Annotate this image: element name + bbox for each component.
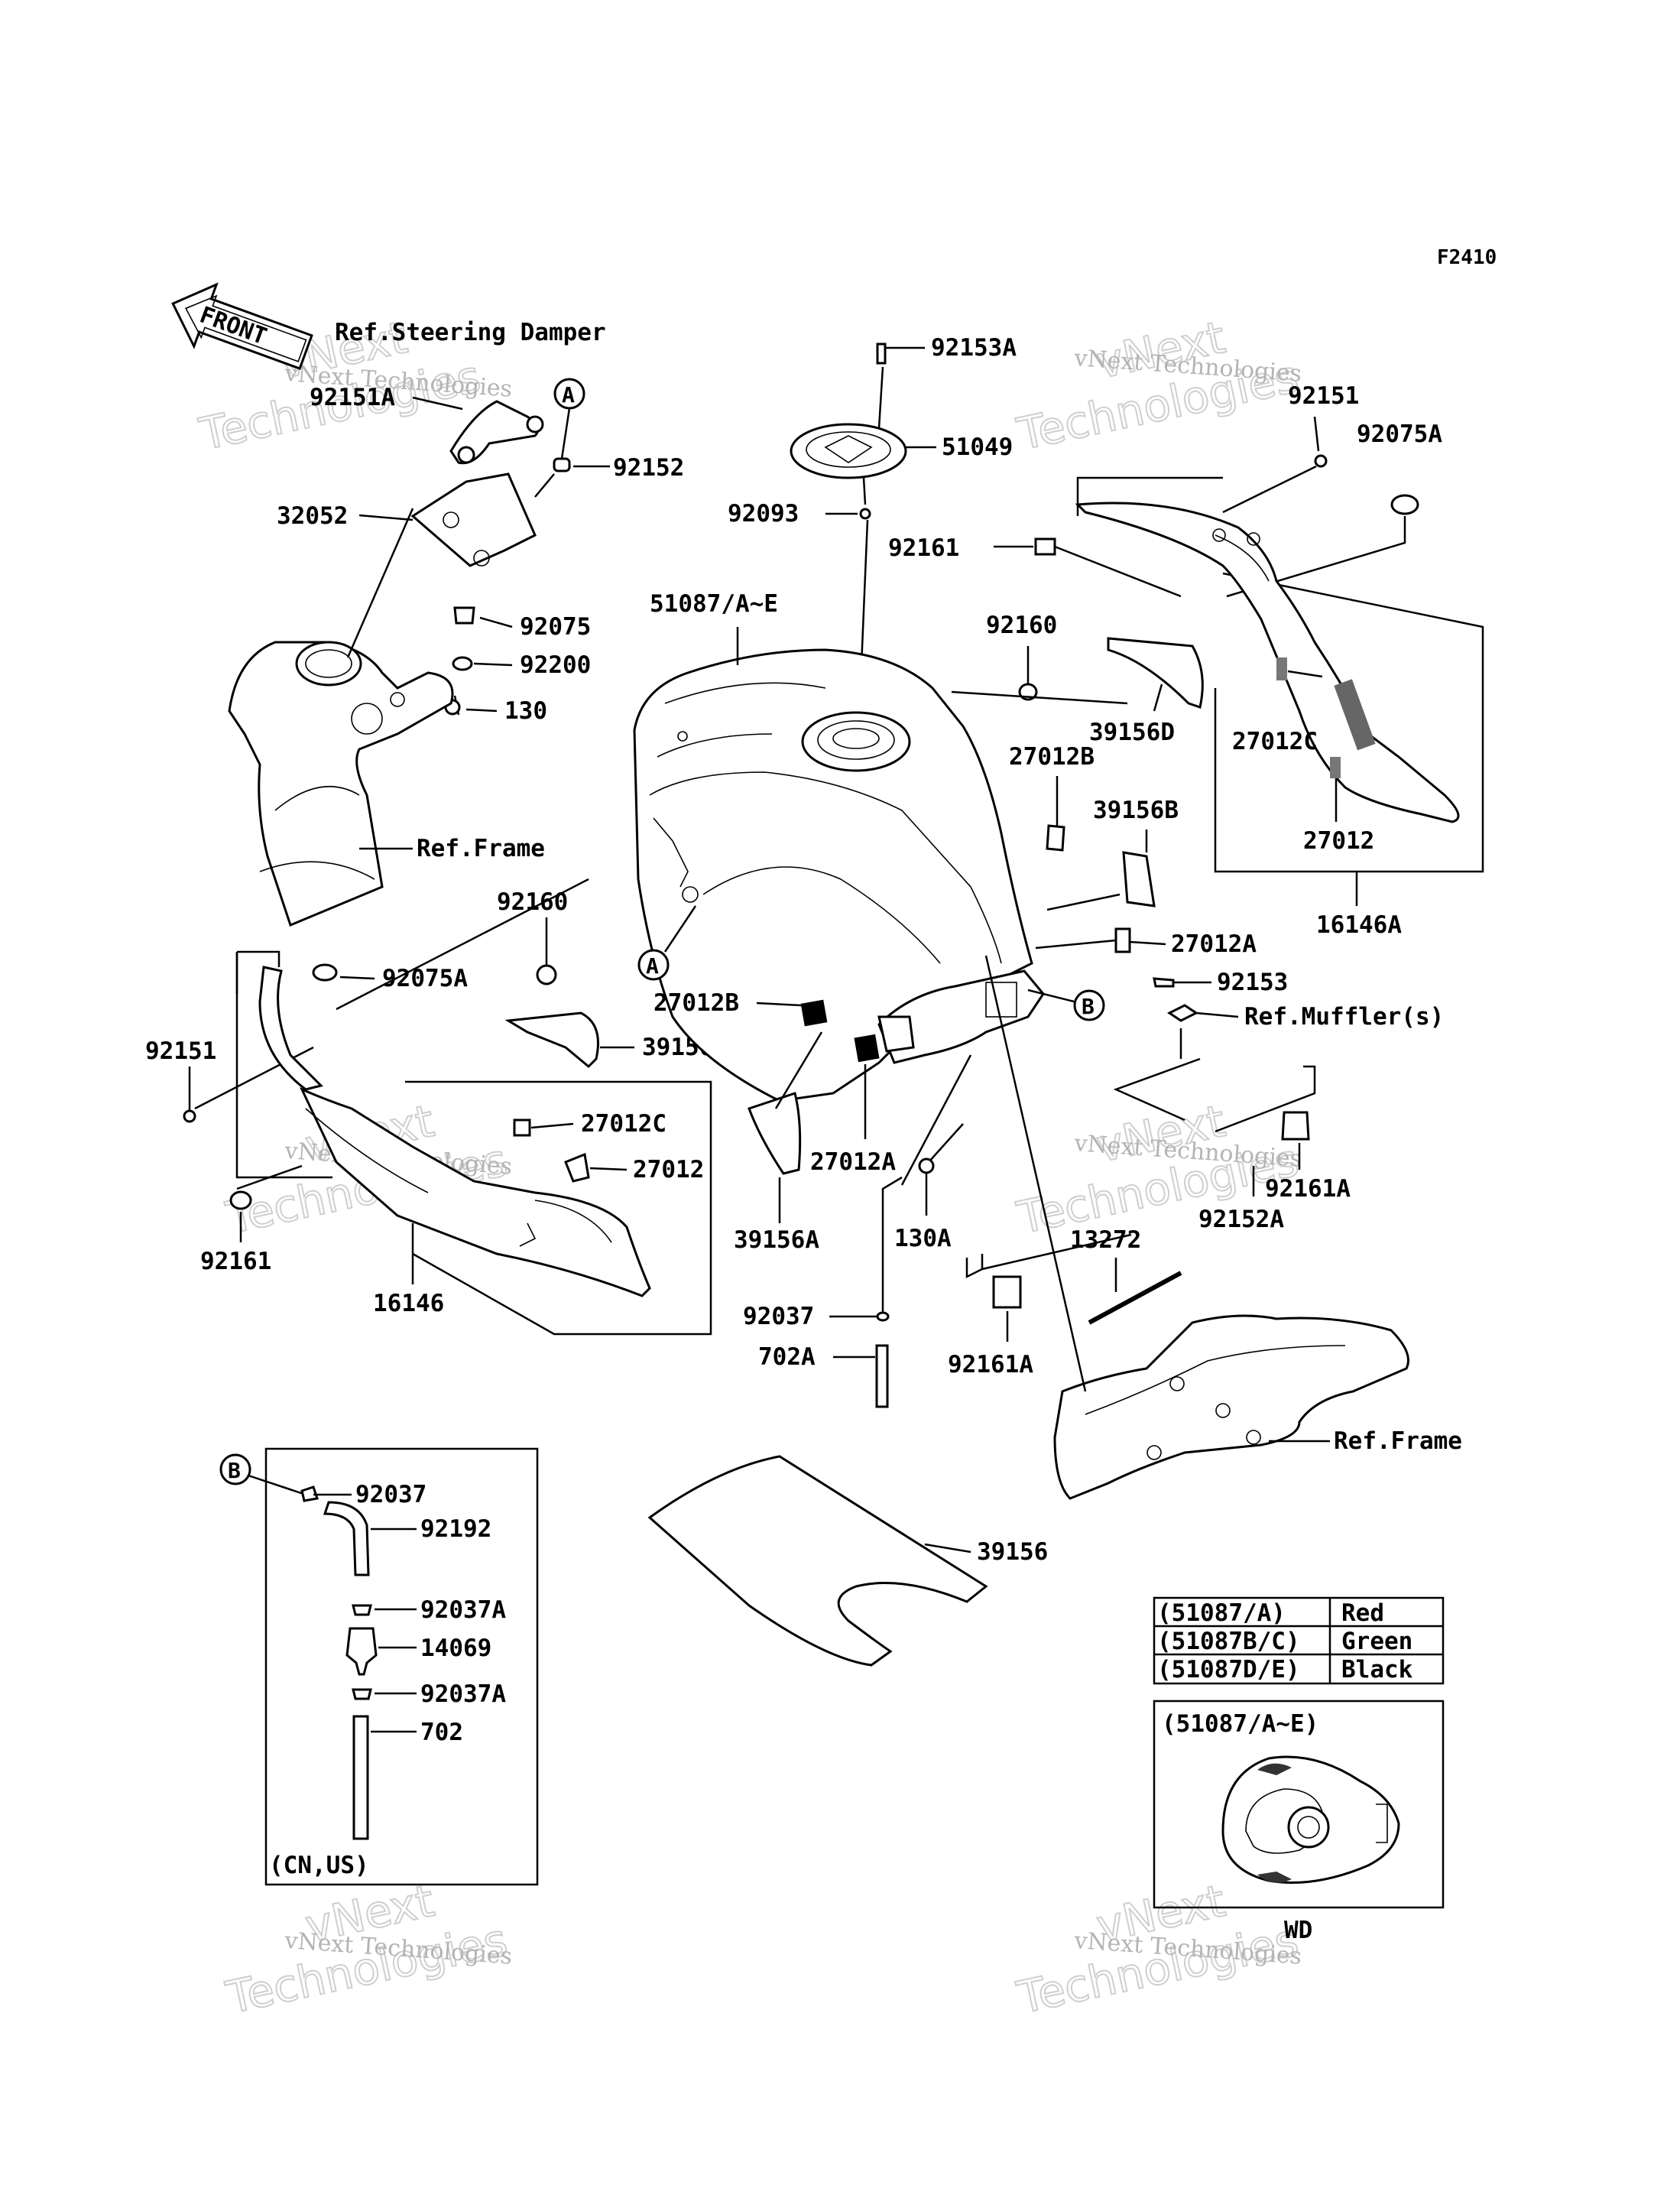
part-51049-label: 51049 [942, 433, 1013, 461]
part-92075-label: 92075 [520, 613, 591, 641]
inset-b-item: 92037A [420, 1680, 506, 1708]
part-92161-top-label: 92161 [888, 534, 959, 562]
part-27012B-right-label: 27012B [1009, 743, 1095, 771]
left-side-cover-assembly: 92160 92075A 92151 39156C 27012C 27012 [145, 878, 728, 1336]
side-cover-strip [258, 966, 323, 1091]
inset-b-item: 14069 [420, 1635, 491, 1662]
part-92093-label: 92093 [728, 500, 799, 528]
color-table-code: (51087D/E) [1157, 1656, 1300, 1683]
part-92075A-left-label: 92075A [382, 965, 468, 992]
inset-wd-title: (51087/A~E) [1162, 1710, 1318, 1738]
ref-mufflers-label: Ref.Muffler(s) [1244, 1003, 1444, 1031]
part-92161A-upper-label: 92161A [1265, 1175, 1351, 1203]
part-92160-left-label: 92160 [497, 888, 568, 916]
part-92151-left-label: 92151 [145, 1037, 216, 1065]
color-table-code: (51087B/C) [1157, 1628, 1300, 1655]
ref-frame-left-label: Ref.Frame [417, 835, 545, 862]
inset-b: B 92037 92192 92037A 14069 92037A 702 (C… [219, 1447, 539, 1886]
part-27012-left-label: 27012 [633, 1156, 704, 1183]
part-92152-label: 92152 [613, 454, 684, 482]
part-92153-label: 92153 [1217, 969, 1288, 996]
part-27012B-left-label: 27012B [654, 989, 739, 1017]
part-39156A-label: 39156A [734, 1226, 819, 1254]
part-92153A-label: 92153A [931, 334, 1017, 362]
part-92075A-right-label: 92075A [1357, 420, 1442, 448]
inset-b-item: 92192 [420, 1515, 491, 1543]
part-92151-right-label: 92151 [1288, 382, 1359, 410]
part-27012C-right-label: 27012C [1232, 728, 1318, 755]
part-702A-label: 702A [758, 1343, 816, 1371]
color-table-color: Red [1341, 1599, 1384, 1627]
color-table: (51087/A) Red (51087B/C) Green (51087D/E… [1153, 1596, 1445, 1685]
part-32052-label: 32052 [277, 502, 348, 530]
inset-wd-caption: WD [1284, 1917, 1312, 1944]
front-arrow-icon: FRONT [171, 282, 313, 370]
inset-b-item: 92037A [420, 1596, 506, 1624]
ref-steering-damper-label: Ref.Steering Damper [335, 319, 606, 346]
bracket-plate-32052 [410, 472, 537, 567]
left-upper-assembly: Ref.Steering Damper 92151A A 92152 32052… [228, 319, 684, 927]
svg-text:A: A [646, 953, 659, 979]
frame-rear-right [1053, 1314, 1409, 1500]
svg-text:B: B [1082, 994, 1095, 1019]
part-92161A-lower-label: 92161A [948, 1351, 1033, 1378]
right-lower-assembly: 92153 Ref.Muffler(s) 92161A 92152A 13272… [948, 955, 1462, 1500]
part-39156B-label: 39156B [1093, 797, 1179, 824]
part-92160-mid-label: 92160 [986, 612, 1057, 639]
part-92200-label: 92200 [520, 651, 591, 679]
seat-pad-assembly: 39156 [647, 1455, 1048, 1667]
pad-39156B [1122, 851, 1156, 907]
pad-39156D [1107, 637, 1204, 709]
part-27012A-mid-label: 27012A [810, 1148, 896, 1176]
part-27012-right-label: 27012 [1303, 827, 1374, 855]
svg-text:A: A [562, 382, 575, 407]
part-39156-label: 39156 [977, 1538, 1048, 1566]
inset-wd: (51087/A~E) WD [1153, 1700, 1445, 1944]
side-cover-16146 [299, 1087, 651, 1297]
part-92152A-label: 92152A [1198, 1206, 1284, 1233]
part-39156D-label: 39156D [1089, 719, 1175, 746]
fuel-cap-51049 [790, 423, 907, 479]
part-92037-label: 92037 [743, 1303, 814, 1330]
figure-code: F2410 [1437, 246, 1497, 269]
pad-39156 [647, 1455, 988, 1667]
part-130-label: 130 [504, 697, 547, 725]
pad-39156C [504, 1011, 599, 1069]
fuel-tank-51087 [633, 648, 1033, 1102]
inset-b-item: 92037 [355, 1481, 426, 1508]
frame-head-left [228, 641, 454, 927]
color-table-code: (51087/A) [1157, 1599, 1286, 1627]
part-16146-label: 16146 [373, 1290, 444, 1317]
pad-39156A [748, 1092, 802, 1175]
color-table-color: Black [1341, 1656, 1413, 1683]
fuel-tank-assembly: 92153A 51049 92093 51087/A~E 921 [633, 334, 1257, 1408]
part-51087-label: 51087/A~E [650, 590, 778, 618]
part-27012A-right-label: 27012A [1171, 930, 1257, 958]
ref-frame-right-label: Ref.Frame [1334, 1427, 1462, 1455]
part-27012C-left-label: 27012C [581, 1110, 666, 1138]
inset-b-item: 702 [420, 1719, 463, 1746]
part-130A-label: 130A [894, 1225, 952, 1252]
part-92161-left-label: 92161 [200, 1248, 271, 1275]
part-92151A-label: 92151A [310, 384, 395, 411]
part-16146A-label: 16146A [1316, 911, 1402, 939]
inset-b-note: (CN,US) [269, 1852, 369, 1879]
inset-b-marker: B [228, 1458, 241, 1483]
color-table-color: Green [1341, 1628, 1412, 1655]
right-side-cover-assembly: 92151 92075A 27012C 27012 16146A [1075, 382, 1484, 939]
